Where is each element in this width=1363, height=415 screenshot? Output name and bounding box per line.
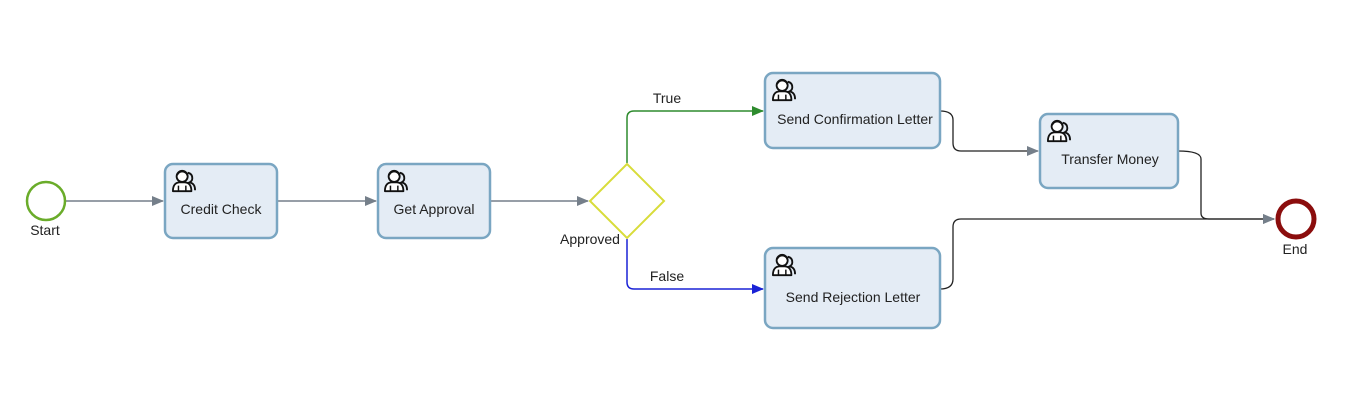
task-transfer-money[interactable]: Transfer Money <box>1038 112 1180 190</box>
flow-gateway-false[interactable] <box>626 239 764 294</box>
flow-confirmation-to-transfer[interactable] <box>939 110 1039 156</box>
task-label: Transfer Money <box>1061 151 1159 167</box>
end-event-label: End <box>1283 241 1308 257</box>
sequence-flows <box>65 106 1275 294</box>
task-box[interactable] <box>163 162 279 240</box>
task-label: Credit Check <box>181 201 263 217</box>
task-label: Send Rejection Letter <box>786 289 921 305</box>
start-event-circle[interactable] <box>25 180 67 222</box>
task-send-rejection-letter[interactable]: Send Rejection Letter <box>763 246 942 330</box>
flow-transfer-to-end[interactable] <box>1177 150 1275 224</box>
true-flow-label: True <box>653 90 681 106</box>
flow-gateway-true[interactable] <box>626 106 764 163</box>
flow-rejection-to-end[interactable] <box>939 214 1275 290</box>
gateway-diamond[interactable] <box>588 162 666 240</box>
task-box[interactable] <box>376 162 492 240</box>
task-send-confirmation-letter[interactable]: Send Confirmation Letter <box>763 71 942 150</box>
task-get-approval[interactable]: Get Approval <box>376 162 492 240</box>
start-event-label: Start <box>30 222 60 238</box>
end-event-circle[interactable] <box>1275 198 1317 240</box>
task-box[interactable] <box>763 246 942 330</box>
task-label: Send Confirmation Letter <box>777 111 933 127</box>
start-event[interactable]: Start <box>25 180 67 238</box>
task-label: Get Approval <box>394 201 475 217</box>
false-flow-label: False <box>650 268 684 284</box>
exclusive-gateway[interactable]: Approved <box>560 162 666 247</box>
task-box[interactable] <box>1038 112 1180 190</box>
end-event[interactable]: End <box>1275 198 1317 257</box>
task-credit-check[interactable]: Credit Check <box>163 162 279 240</box>
gateway-label: Approved <box>560 231 620 247</box>
task-box[interactable] <box>763 71 942 150</box>
